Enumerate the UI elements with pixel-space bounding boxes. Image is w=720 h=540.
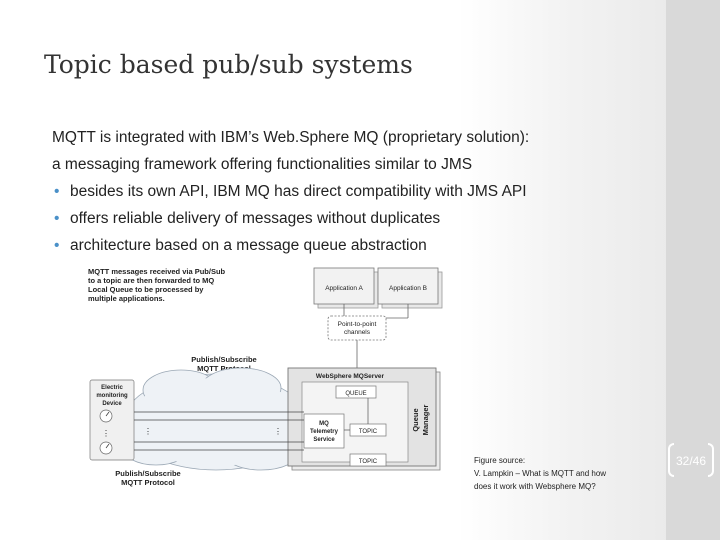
point-to-point-label: channels — [344, 329, 371, 336]
bullet-icon: • — [54, 237, 60, 254]
page-bracket-left — [668, 443, 674, 477]
application-b-box — [377, 267, 439, 305]
gauge-icon — [99, 441, 113, 455]
device-label: Electric — [101, 385, 123, 391]
application-a-box — [313, 267, 375, 305]
ellipsis-icon: ⋮ — [102, 429, 110, 438]
point-to-point-channels-box — [327, 315, 387, 341]
topic-box — [349, 453, 387, 467]
bullet-text: architecture based on a message queue ab… — [70, 237, 427, 254]
bullet-item: • besides its own API, IBM MQ has direct … — [52, 178, 662, 205]
device-label: Device — [102, 401, 122, 407]
bullet-item: • offers reliable delivery of messages wi… — [52, 205, 662, 232]
telemetry-service-box — [303, 413, 345, 449]
pubsub-bottom-label: MQTT Protocol — [121, 478, 175, 487]
queue-box — [335, 385, 377, 399]
topic-label: TOPIC — [359, 429, 378, 435]
queue-manager-label: Manager — [421, 404, 430, 435]
queue-manager-label: Queue — [411, 408, 420, 431]
bullet-icon: • — [54, 210, 60, 227]
topic-label: TOPIC — [359, 459, 378, 465]
figure-source-line: does it work with Websphere MQ? — [474, 482, 596, 491]
page-bracket-right — [708, 443, 714, 477]
ellipsis-icon: ⋮ — [144, 427, 152, 436]
figure-caption-line: Local Queue to be processed by — [88, 285, 204, 294]
pubsub-top-label: MQTT Protocol — [197, 364, 251, 373]
bullet-text: besides its own API, IBM MQ has direct c… — [70, 183, 527, 200]
bullet-text: offers reliable delivery of messages wit… — [70, 210, 441, 227]
telemetry-label: Service — [313, 437, 335, 443]
gauge-icon — [99, 409, 113, 423]
intro-line-1: MQTT is integrated with IBM’s Web.Sphere… — [52, 129, 530, 146]
telemetry-label: MQ — [319, 421, 329, 427]
pubsub-top-label: Publish/Subscribe — [191, 355, 256, 364]
figure-caption-line: to a topic are then forwarded to MQ — [88, 276, 214, 285]
figure-caption-line: MQTT messages received via Pub/Sub — [88, 267, 226, 276]
figure-source-line: V. Lampkin – What is MQTT and how — [474, 469, 607, 478]
slide-body: MQTT is integrated with IBM’s Web.Sphere… — [52, 124, 662, 259]
slide-title: Topic based pub/sub systems — [44, 50, 413, 79]
queue-label: QUEUE — [345, 391, 366, 397]
application-b-label: Application B — [389, 285, 427, 292]
network-cloud-icon — [121, 367, 309, 471]
page-number: 32/46 — [675, 454, 707, 468]
telemetry-label: Telemetry — [310, 429, 339, 435]
intro-line-2: a messaging framework offering functiona… — [52, 156, 473, 173]
application-a-label: Application A — [325, 285, 363, 292]
websphere-server-label: WebSphere MQServer — [316, 373, 385, 380]
diagram-svg: MQTT messages received via Pub/Sub to a … — [88, 267, 443, 487]
mqtt-architecture-diagram: MQTT messages received via Pub/Sub to a … — [66, 262, 448, 496]
device-label: monitoring — [96, 393, 128, 399]
point-to-point-label: Point-to-point — [338, 321, 377, 328]
figure-source: Figure source: V. Lampkin – What is MQTT… — [474, 454, 654, 493]
pubsub-bottom-label: Publish/Subscribe — [115, 469, 180, 478]
figure-source-line: Figure source: — [474, 456, 526, 465]
bullet-item: • architecture based on a message queue a… — [52, 232, 662, 259]
figure-caption-line: multiple applications. — [88, 294, 165, 303]
ellipsis-icon: ⋮ — [274, 427, 282, 436]
bullet-icon: • — [54, 183, 60, 200]
